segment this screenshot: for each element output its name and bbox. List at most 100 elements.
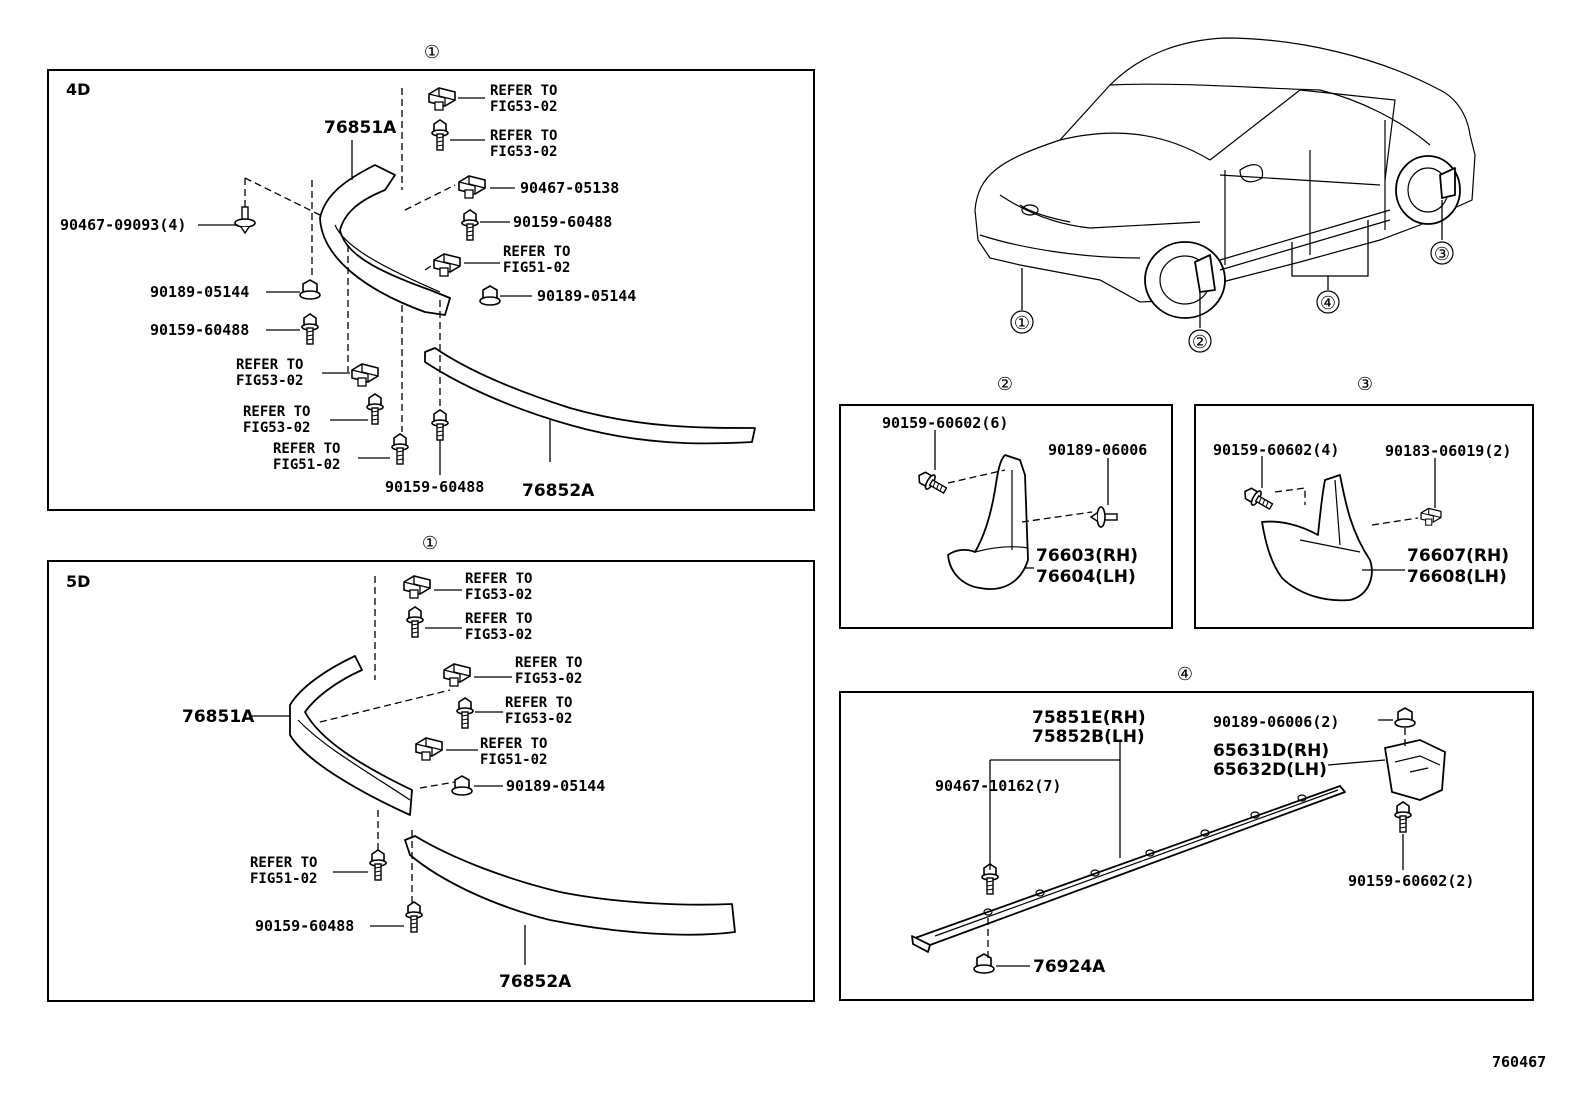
part-90159-60488-4d-c: 90159-60488 bbox=[385, 478, 484, 496]
part-90189-05144-4d-a: 90189-05144 bbox=[150, 283, 249, 301]
car-callout-4: ④ bbox=[1320, 293, 1336, 314]
part-75852B-lh: 75852B(LH) bbox=[1032, 727, 1145, 747]
bolt-icon bbox=[456, 697, 474, 729]
part-90159-60602-4: 90159-60602(4) bbox=[1213, 441, 1339, 459]
nut-icon bbox=[451, 775, 473, 796]
nut-icon bbox=[1394, 707, 1416, 728]
car-callout-2: ② bbox=[1192, 332, 1208, 353]
ref-4d-2-line2: FIG53-02 bbox=[490, 144, 557, 160]
car-callout-3: ③ bbox=[1434, 244, 1450, 265]
ref-5d-6-line2: FIG51-02 bbox=[250, 871, 317, 887]
clip-icon bbox=[415, 737, 443, 761]
bolt-icon bbox=[461, 209, 479, 241]
ref-4d-3-line1: REFER TO bbox=[503, 244, 570, 260]
part-76924A: 76924A bbox=[1033, 957, 1106, 977]
mudguard-front-icon bbox=[947, 454, 1029, 590]
bolt-icon bbox=[1394, 801, 1412, 833]
mudguard-rear-icon bbox=[1261, 474, 1373, 602]
bracket-icon bbox=[1384, 739, 1446, 801]
ref-4d-5-line1: REFER TO bbox=[243, 404, 310, 420]
part-90467-10162: 90467-10162(7) bbox=[935, 777, 1061, 795]
part-76608-lh: 76608(LH) bbox=[1407, 567, 1507, 587]
section-2-label: ② bbox=[997, 374, 1013, 395]
ref-4d-6-line2: FIG51-02 bbox=[273, 457, 340, 473]
ref-4d-4-line1: REFER TO bbox=[236, 357, 303, 373]
clip-icon bbox=[403, 575, 431, 599]
ref-4d-6-line1: REFER TO bbox=[273, 441, 340, 457]
bolt-icon bbox=[301, 313, 319, 345]
ref-5d-5-line2: FIG51-02 bbox=[480, 752, 547, 768]
part-90159-60488-4d-b: 90159-60488 bbox=[150, 321, 249, 339]
part-90189-05144-5d: 90189-05144 bbox=[506, 777, 605, 795]
panel-4-frame bbox=[839, 691, 1534, 1001]
bolt-icon bbox=[1240, 483, 1276, 515]
ref-5d-2-line1: REFER TO bbox=[465, 611, 532, 627]
part-76852A-5d: 76852A bbox=[499, 972, 572, 992]
nut-icon bbox=[973, 953, 995, 974]
part-65632D-lh: 65632D(LH) bbox=[1213, 760, 1327, 780]
bolt-icon bbox=[391, 433, 409, 465]
part-90189-05144-4d-b: 90189-05144 bbox=[537, 287, 636, 305]
panel-3-frame bbox=[1194, 404, 1534, 629]
section-1-label-top: ① bbox=[424, 42, 440, 63]
callout-circle bbox=[1010, 310, 1034, 334]
section-4-label: ④ bbox=[1177, 664, 1193, 685]
ref-4d-1-line2: FIG53-02 bbox=[490, 99, 557, 115]
part-90467-09093: 90467-09093(4) bbox=[60, 216, 186, 234]
push-clip-icon bbox=[1090, 506, 1118, 528]
garnish-76852A-5d bbox=[404, 835, 736, 936]
ref-5d-3-line1: REFER TO bbox=[515, 655, 582, 671]
part-90467-05138: 90467-05138 bbox=[520, 179, 619, 197]
bolt-icon bbox=[369, 849, 387, 881]
ref-5d-4-line1: REFER TO bbox=[505, 695, 572, 711]
panel-4d-frame bbox=[47, 69, 815, 511]
bolt-icon bbox=[914, 467, 950, 499]
clip-icon bbox=[428, 87, 456, 111]
ref-5d-1-line1: REFER TO bbox=[465, 571, 532, 587]
clip-icon bbox=[443, 663, 471, 687]
part-76852A-4d: 76852A bbox=[522, 481, 595, 501]
panel-5d: ① 5D 76851A 76852A REFER TO FIG53-02 bbox=[47, 533, 815, 1002]
part-76851A-4d: 76851A bbox=[324, 118, 397, 138]
part-90159-60488-4d-a: 90159-60488 bbox=[513, 213, 612, 231]
part-90189-06006-2: 90189-06006(2) bbox=[1213, 713, 1339, 731]
part-76851A-5d: 76851A bbox=[182, 707, 255, 727]
ref-5d-5-line1: REFER TO bbox=[480, 736, 547, 752]
ref-4d-3-line2: FIG51-02 bbox=[503, 260, 570, 276]
part-90159-60602-2: 90159-60602(2) bbox=[1348, 872, 1474, 890]
panel-2-front-mudguard: ② 90159-60602(6) 90189-06006 76603(RH) 7… bbox=[839, 374, 1173, 629]
nut-icon bbox=[479, 285, 501, 306]
clip-icon bbox=[351, 363, 379, 387]
nut-icon bbox=[299, 279, 321, 300]
part-65631D-rh: 65631D(RH) bbox=[1213, 741, 1329, 761]
ref-5d-3-line2: FIG53-02 bbox=[515, 671, 582, 687]
ref-4d-4-line2: FIG53-02 bbox=[236, 373, 303, 389]
clip-icon bbox=[433, 253, 461, 277]
callout-circle bbox=[1316, 290, 1340, 314]
ref-5d-1-line2: FIG53-02 bbox=[465, 587, 532, 603]
panel-4d: ① 4D 76851A 76852A bbox=[47, 42, 815, 511]
section-3-label: ③ bbox=[1357, 374, 1373, 395]
part-90183-06019: 90183-06019(2) bbox=[1385, 442, 1511, 460]
panel-2-frame bbox=[839, 404, 1173, 629]
ref-4d-2-line1: REFER TO bbox=[490, 128, 557, 144]
garnish-76852A-4d bbox=[424, 347, 756, 445]
part-90159-60488-5d: 90159-60488 bbox=[255, 917, 354, 935]
car-callout-1: ① bbox=[1014, 313, 1030, 334]
push-clip-icon bbox=[234, 206, 256, 234]
diagram-id: 760467 bbox=[1492, 1053, 1546, 1071]
callout-circle bbox=[1430, 241, 1454, 265]
part-76604-lh: 76604(LH) bbox=[1036, 567, 1136, 587]
part-90159-60602-6: 90159-60602(6) bbox=[882, 414, 1008, 432]
clip-icon bbox=[1420, 507, 1442, 526]
ref-4d-5-line2: FIG53-02 bbox=[243, 420, 310, 436]
part-76607-rh: 76607(RH) bbox=[1407, 546, 1509, 566]
callout-circle bbox=[1188, 329, 1212, 353]
retainer-76851A-4d bbox=[319, 164, 451, 316]
panel-4-rocker-moulding: ④ 75851E(RH) 75852B(LH) 90467-10 bbox=[839, 664, 1534, 1001]
retainer-76851A-5d bbox=[289, 655, 413, 816]
part-75851E-rh: 75851E(RH) bbox=[1032, 708, 1146, 728]
moulding-holes bbox=[983, 794, 1307, 916]
ref-5d-6-line1: REFER TO bbox=[250, 855, 317, 871]
